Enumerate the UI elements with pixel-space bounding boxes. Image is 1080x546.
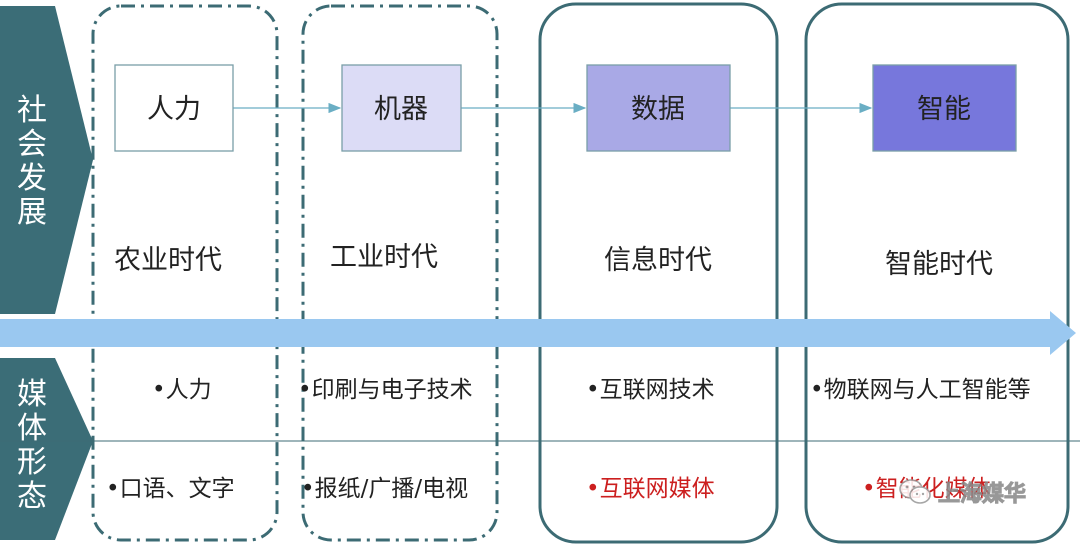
media-char-1: 媒: [17, 377, 47, 412]
timeline-arrow: [0, 311, 1076, 355]
driver-box-manpower: [114, 64, 234, 152]
watermark: 上海媒华: [898, 476, 1027, 508]
tech-item-industrial: •印刷与电子技术: [298, 377, 473, 403]
tech-item-agricultural: •人力: [152, 377, 212, 403]
era-frame-intelligent: [804, 2, 1070, 544]
media-sidebar-chevron: [0, 358, 93, 540]
driver-box-data: [586, 64, 731, 152]
media-item-agricultural: •口语、文字: [106, 476, 235, 502]
media-sidebar-label: 媒 体 形 态: [12, 378, 52, 514]
media-item-industrial: •报纸/广播/电视: [301, 476, 469, 502]
driver-label-manpower: 人力: [147, 94, 201, 125]
society-char-1: 社: [17, 93, 47, 128]
media-char-4: 态: [17, 479, 47, 514]
wechat-icon: [899, 479, 931, 504]
media-item-information: •互联网媒体: [586, 476, 715, 502]
society-sidebar-chevron: [0, 6, 93, 314]
driver-box-intelligence: [872, 64, 1017, 152]
watermark-text: 上海媒华: [937, 482, 1027, 508]
society-char-4: 展: [17, 195, 47, 230]
era-frame-information: [538, 2, 779, 544]
era-label-agricultural: 农业时代: [114, 245, 222, 276]
era-frame-industrial: [301, 4, 499, 542]
tech-item-information: •互联网技术: [586, 377, 715, 403]
society-sidebar-label: 社 会 发 展: [12, 94, 52, 230]
era-label-intelligent: 智能时代: [885, 249, 993, 280]
media-char-3: 形: [17, 445, 47, 480]
era-label-industrial: 工业时代: [330, 242, 438, 273]
society-char-2: 会: [17, 127, 47, 162]
media-char-2: 体: [17, 411, 47, 446]
driver-box-machine: [341, 64, 462, 152]
driver-label-machine: 机器: [374, 94, 428, 125]
driver-label-intelligence: 智能: [917, 94, 971, 125]
era-frame-agricultural: [91, 4, 279, 542]
society-char-3: 发: [17, 161, 47, 196]
era-label-information: 信息时代: [604, 245, 712, 276]
driver-label-data: 数据: [631, 94, 685, 125]
tech-item-intelligent: •物联网与人工智能等: [810, 377, 1031, 403]
